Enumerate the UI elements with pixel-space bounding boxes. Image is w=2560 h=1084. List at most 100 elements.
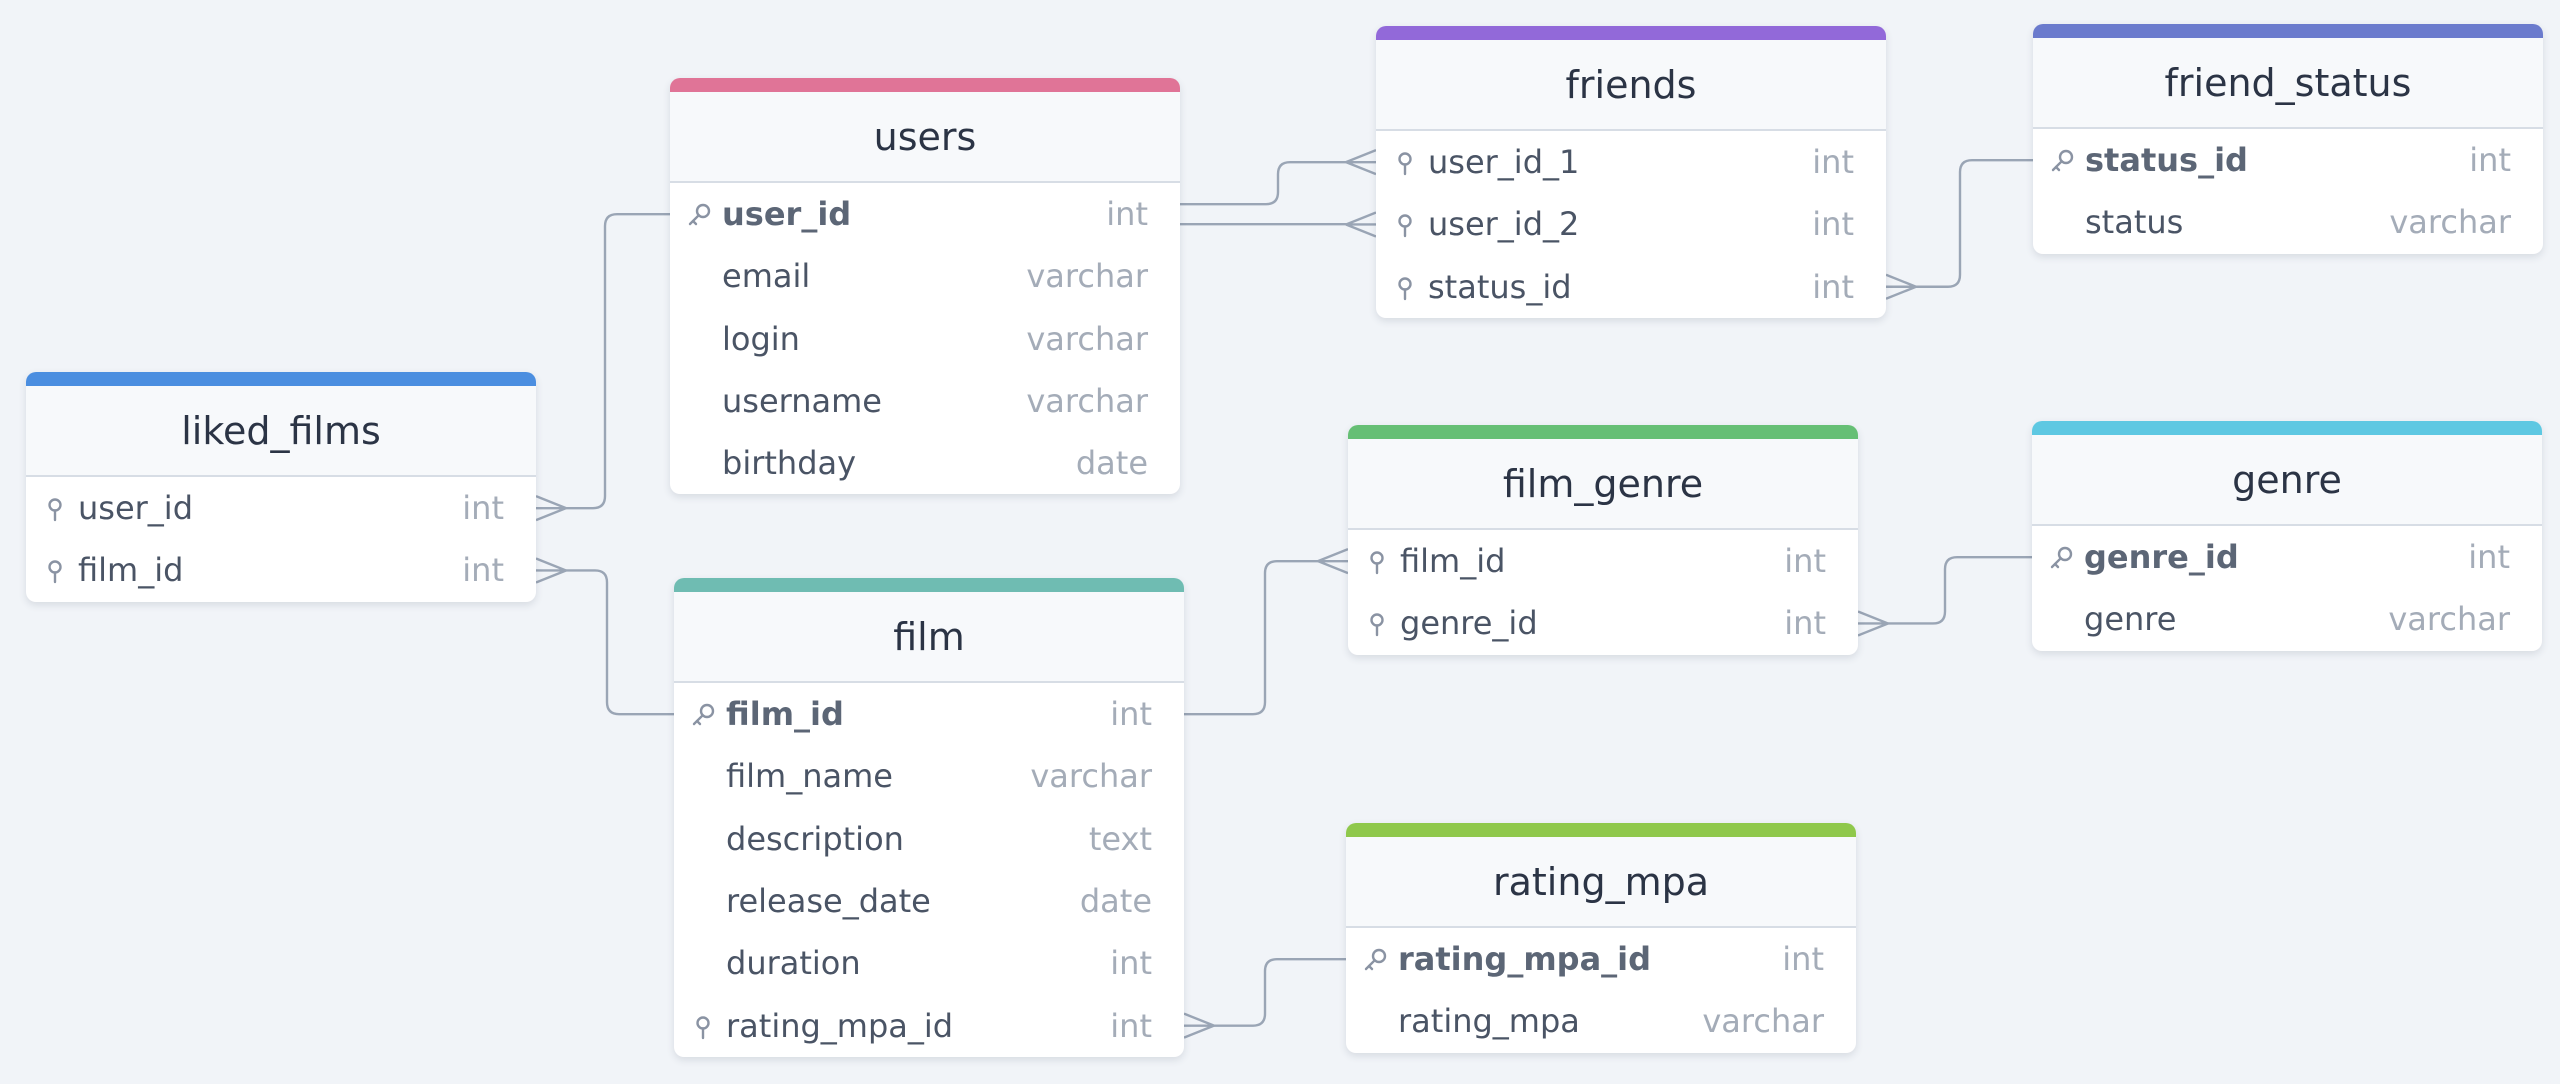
- field-type: int: [1812, 205, 1854, 244]
- field-name: rating_mpa: [1398, 1002, 1580, 1041]
- field-name: user_id_1: [1428, 143, 1580, 182]
- field-type: int: [1812, 267, 1854, 306]
- field-row[interactable]: rating_mpa varchar: [1346, 990, 1856, 1052]
- field-row[interactable]: film_name varchar: [674, 745, 1184, 807]
- field-type: varchar: [1026, 257, 1148, 296]
- field-name: user_id: [722, 195, 852, 234]
- field-name: status: [2085, 203, 2184, 242]
- table-accent-bar: [670, 78, 1180, 92]
- crows-foot-marker: [1345, 211, 1377, 238]
- field-row[interactable]: email varchar: [670, 245, 1180, 307]
- foreign-key-icon: [1398, 152, 1412, 176]
- field-name: release_date: [726, 882, 931, 921]
- field-name: film_id: [1400, 542, 1506, 581]
- field-name: rating_mpa_id: [726, 1006, 954, 1045]
- crows-foot-marker: [1345, 149, 1377, 176]
- table-title[interactable]: film_genre: [1348, 439, 1858, 530]
- field-row[interactable]: status_id int: [2033, 129, 2543, 191]
- field-type: int: [1106, 195, 1148, 234]
- foreign-key-icon: [696, 1015, 710, 1039]
- field-row[interactable]: film_id int: [1348, 530, 1858, 592]
- table-title[interactable]: rating_mpa: [1346, 837, 1856, 928]
- field-type: int: [1110, 1006, 1152, 1045]
- field-type: int: [1782, 940, 1824, 979]
- field-row[interactable]: status varchar: [2033, 191, 2543, 253]
- crows-foot-marker: [1857, 610, 1889, 637]
- field-row[interactable]: user_id int: [670, 183, 1180, 245]
- field-type: varchar: [1702, 1002, 1824, 1041]
- field-row[interactable]: status_id int: [1376, 256, 1886, 318]
- field-name: status_id: [2085, 141, 2248, 180]
- foreign-key-icon: [1370, 613, 1384, 637]
- field-name: login: [722, 319, 800, 358]
- field-row[interactable]: username varchar: [670, 370, 1180, 432]
- table-title[interactable]: genre: [2032, 435, 2542, 526]
- field-row[interactable]: rating_mpa_id int: [1346, 928, 1856, 990]
- field-row[interactable]: user_id int: [26, 477, 536, 539]
- table-accent-bar: [26, 372, 536, 386]
- table-title[interactable]: friends: [1376, 40, 1886, 131]
- field-name: film_id: [78, 551, 184, 590]
- foreign-key-icon: [1398, 214, 1412, 238]
- field-row[interactable]: rating_mpa_id int: [674, 994, 1184, 1056]
- crows-foot-marker: [1183, 1012, 1215, 1039]
- relation-line-4: [566, 212, 670, 510]
- field-type: date: [1075, 444, 1148, 483]
- field-type: int: [1784, 542, 1826, 581]
- relation-line-8: [1214, 957, 1346, 1027]
- field-type: varchar: [1026, 382, 1148, 421]
- field-name: username: [722, 382, 882, 421]
- field-name: rating_mpa_id: [1398, 940, 1652, 979]
- relation-line-1: [1180, 160, 1346, 206]
- field-type: int: [462, 489, 504, 528]
- table-title[interactable]: friend_status: [2033, 38, 2543, 129]
- field-name: birthday: [722, 444, 857, 483]
- foreign-key-icon: [48, 498, 62, 522]
- table-friend-status[interactable]: friend_status status_id int status varchar: [2033, 24, 2543, 254]
- field-name: genre_id: [1400, 604, 1538, 643]
- field-name: film_name: [726, 757, 893, 796]
- field-name: genre_id: [2084, 538, 2239, 577]
- field-type: varchar: [1030, 757, 1152, 796]
- field-type: int: [2469, 141, 2511, 180]
- table-title[interactable]: liked_films: [26, 386, 536, 477]
- table-title[interactable]: film: [674, 592, 1184, 683]
- table-accent-bar: [1348, 425, 1858, 439]
- relation-line-3: [1916, 158, 2033, 288]
- field-name: status_id: [1428, 267, 1572, 306]
- primary-key-icon: [692, 703, 715, 726]
- field-name: email: [722, 257, 811, 296]
- table-accent-bar: [674, 578, 1184, 592]
- field-name: user_id: [78, 489, 193, 528]
- table-title[interactable]: users: [670, 92, 1180, 183]
- field-name: description: [726, 819, 904, 858]
- field-row[interactable]: user_id_2 int: [1376, 193, 1886, 255]
- primary-key-icon: [2051, 149, 2074, 172]
- relation-line-7: [1888, 555, 2032, 625]
- relation-line-5: [566, 569, 674, 716]
- field-type: text: [1088, 819, 1152, 858]
- field-type: varchar: [2389, 203, 2511, 242]
- field-name: user_id_2: [1428, 205, 1580, 244]
- field-name: genre: [2084, 600, 2177, 639]
- field-row[interactable]: birthday date: [670, 432, 1180, 494]
- foreign-key-icon: [48, 560, 62, 584]
- field-row[interactable]: description text: [674, 808, 1184, 870]
